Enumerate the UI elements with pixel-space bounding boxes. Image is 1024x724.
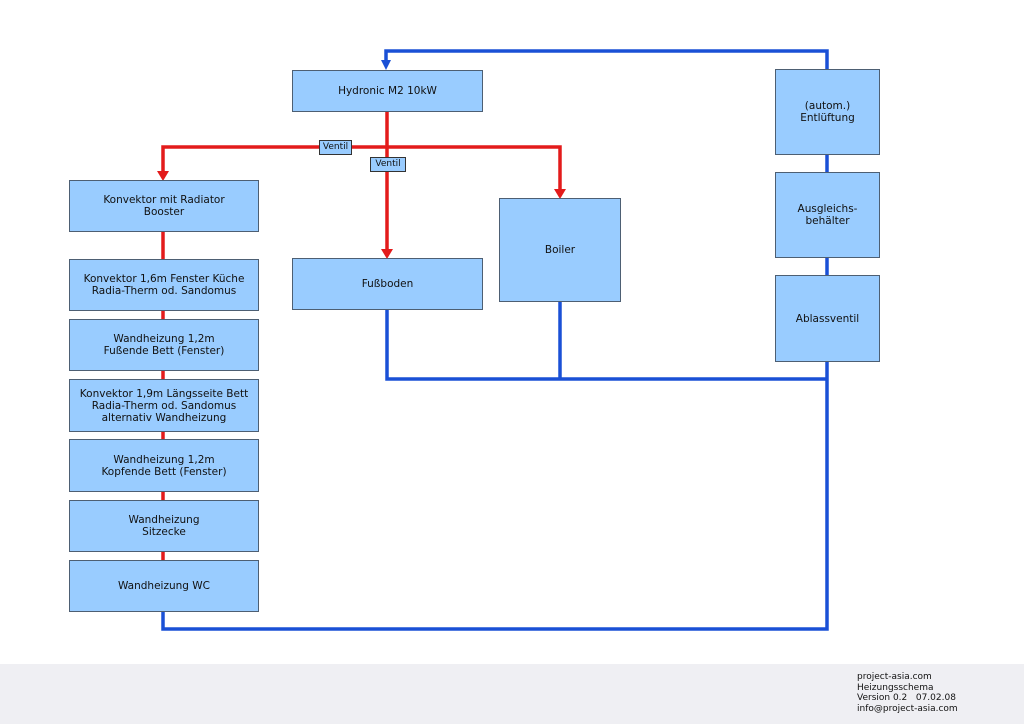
wall-heating-wc-box[interactable]: Wandheizung WC [69, 560, 259, 612]
return-pipe-fussboden [385, 310, 827, 381]
footer-bar: project-asia.com Heizungsschema Version … [0, 664, 1024, 724]
wall-heating-seating-box[interactable]: Wandheizung Sitzecke [69, 500, 259, 552]
valve-left-label[interactable]: Ventil [319, 140, 352, 155]
return-arrow-head [381, 60, 391, 70]
wall-heating-foot-box[interactable]: Wandheizung 1,2m Fußende Bett (Fenster) [69, 319, 259, 371]
hydronic-heater-box[interactable]: Hydronic M2 10kW [292, 70, 483, 112]
supply-arrow-head-left [157, 171, 169, 181]
supply-arrow-head-boiler [554, 189, 566, 199]
valve-center-label[interactable]: Ventil [370, 157, 406, 172]
supply-pipe-branch [161, 145, 562, 190]
boiler-box[interactable]: Boiler [499, 198, 621, 302]
floor-heating-box[interactable]: Fußboden [292, 258, 483, 310]
footer-email: info@project-asia.com [857, 703, 958, 714]
expansion-tank-box[interactable]: Ausgleichs- behälter [775, 172, 880, 258]
convector-booster-box[interactable]: Konvektor mit Radiator Booster [69, 180, 259, 232]
footer-title: Heizungsschema [857, 682, 934, 693]
supply-arrow-head-fussboden [381, 249, 393, 259]
drain-valve-box[interactable]: Ablassventil [775, 275, 880, 362]
return-pipe-main-loop [161, 49, 829, 631]
footer-website: project-asia.com [857, 672, 932, 682]
footer-version: Version 0.2 07.02.08 [857, 693, 956, 703]
footer-info: project-asia.com Heizungsschema Version … [857, 672, 958, 714]
wall-heating-head-box[interactable]: Wandheizung 1,2m Kopfende Bett (Fenster) [69, 439, 259, 492]
convector-kitchen-box[interactable]: Konvektor 1,6m Fenster Küche Radia-Therm… [69, 259, 259, 311]
auto-vent-box[interactable]: (autom.) Entlüftung [775, 69, 880, 155]
return-pipes [161, 49, 829, 631]
convector-bedside-box[interactable]: Konvektor 1,9m Längsseite Bett Radia-The… [69, 379, 259, 432]
